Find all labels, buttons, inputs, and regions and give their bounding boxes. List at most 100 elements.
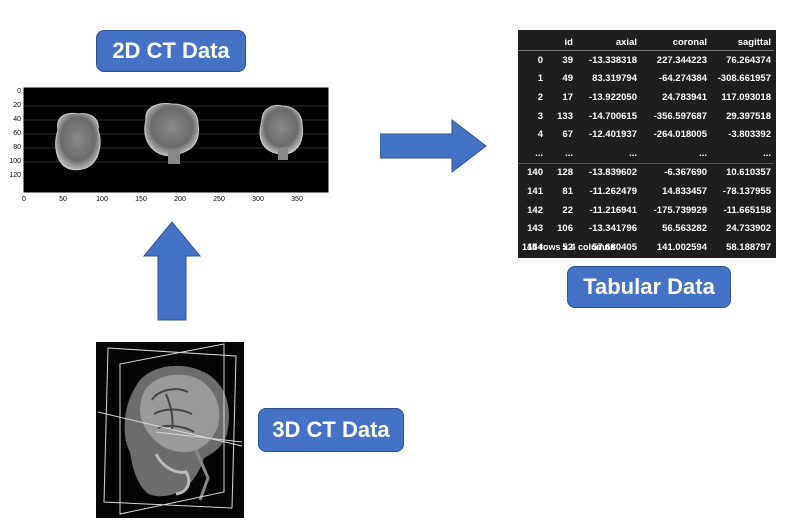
table-cell: -12.401937 <box>588 129 637 141</box>
row-index: 4 <box>537 129 543 141</box>
column-header: id <box>546 34 576 51</box>
table-cell: -11.262479 <box>589 185 637 197</box>
ct-2d-y-ticks: 0 20 40 60 80 100 120 <box>9 88 21 179</box>
y-tick-label: 20 <box>13 102 21 109</box>
column-header: coronal <box>640 34 710 51</box>
ct-slice-sagittal <box>259 105 303 160</box>
ct-3d-image <box>96 342 244 518</box>
table-cell: -308.661957 <box>717 73 771 85</box>
table-cell: 227.344223 <box>656 54 707 66</box>
table-cell: ... <box>763 147 771 159</box>
table-cell: 49 <box>562 73 573 85</box>
ct-2d-x-ticks: 0 50 100 150 200 250 300 350 <box>22 196 303 203</box>
table-cell: 17 <box>562 91 573 103</box>
table-footer: 145 rows x 4 columns <box>522 242 616 252</box>
row-index: 144 <box>527 241 543 253</box>
table-cell: 24.733902 <box>726 223 771 235</box>
table-cell: 10.610357 <box>710 162 774 183</box>
table-cell: 76.264374 <box>726 54 771 66</box>
column-header <box>518 34 546 51</box>
table-cell: 22 <box>562 204 573 216</box>
x-tick-label: 200 <box>174 196 186 203</box>
x-tick-label: 350 <box>291 196 303 203</box>
table-cell: 58.188797 <box>726 241 771 253</box>
table-row: 3 133 -14.700615 -356.597687 29.397518 <box>518 107 774 126</box>
x-tick-label: 250 <box>213 196 225 203</box>
table-cell: -3.803392 <box>728 129 771 141</box>
y-tick-label: 120 <box>9 172 21 179</box>
arrow-up-icon <box>142 221 202 321</box>
table-cell: ... <box>699 147 707 159</box>
column-header: sagittal <box>710 34 774 51</box>
table-cell: ... <box>629 147 637 159</box>
x-tick-label: 100 <box>96 196 108 203</box>
table-row: 4 67 -12.401937 -264.018005 -3.803392 <box>518 125 774 144</box>
tabular-data-label: Tabular Data <box>567 266 731 308</box>
table-cell: 39 <box>562 54 573 66</box>
table-header-row: id axial coronal sagittal <box>518 34 774 51</box>
ct-2d-plot: 0 20 40 60 80 100 120 0 50 100 150 200 2… <box>9 87 329 203</box>
row-index: 141 <box>527 185 543 197</box>
row-index: 1 <box>537 73 543 85</box>
x-tick-label: 300 <box>252 196 264 203</box>
table-cell: 117.093018 <box>721 91 771 103</box>
x-tick-label: 50 <box>59 196 67 203</box>
ct-2d-data-label: 2D CT Data <box>96 30 246 72</box>
table-cell: 52 <box>562 241 573 253</box>
ct-slice-axial <box>55 112 101 171</box>
column-header: axial <box>576 34 640 51</box>
table-cell: -14.700615 <box>588 110 637 122</box>
x-tick-label: 150 <box>135 196 147 203</box>
ct-3d-data-label: 3D CT Data <box>258 408 404 452</box>
table-cell: 24.783941 <box>662 91 707 103</box>
table-row: 2 17 -13.922050 24.783941 117.093018 <box>518 88 774 107</box>
table-cell: ... <box>565 147 573 159</box>
table-cell: 83.319794 <box>592 73 637 85</box>
table-cell: 29.397518 <box>726 110 771 122</box>
table-cell: 133 <box>557 110 573 122</box>
table-cell: 14.833457 <box>662 185 707 197</box>
row-index: ... <box>535 147 543 159</box>
table-cell: 106 <box>557 223 573 235</box>
table-row: 142 22 -11.216941 -175.739929 -11.665158 <box>518 201 774 220</box>
y-tick-label: 80 <box>13 144 21 151</box>
table-cell: -13.341796 <box>588 223 637 235</box>
table-cell: -64.274384 <box>658 73 707 85</box>
table-cell: 67 <box>562 129 573 141</box>
y-tick-label: 40 <box>13 116 21 123</box>
table-cell: -13.922050 <box>588 91 637 103</box>
table-row: ............... <box>518 144 774 163</box>
table-row: 1 49 83.319794 -64.274384 -308.661957 <box>518 70 774 89</box>
x-tick-label: 0 <box>22 196 26 203</box>
y-tick-label: 0 <box>17 88 21 95</box>
table-cell: -356.597687 <box>653 110 707 122</box>
table-cell: 57.680405 <box>592 241 637 253</box>
table-cell: -175.739929 <box>653 204 707 216</box>
table-cell: -11.665158 <box>723 204 771 216</box>
table-row: 143 106 -13.341796 56.563282 24.733902 <box>518 219 774 238</box>
arrow-right-icon <box>380 118 487 174</box>
row-index: 2 <box>537 91 543 103</box>
ct-3d-planes <box>97 343 243 515</box>
y-tick-label: 60 <box>13 130 21 137</box>
table-cell: -6.367690 <box>640 162 710 183</box>
table-cell: -264.018005 <box>653 129 707 141</box>
y-tick-label: 100 <box>9 158 21 165</box>
ct-slice-coronal <box>144 103 199 164</box>
table-cell: 56.563282 <box>662 223 707 235</box>
row-index: 142 <box>527 204 543 216</box>
table-cell: -11.216941 <box>589 204 637 216</box>
row-index: 140 <box>518 162 546 183</box>
table-cell: 128 <box>546 162 576 183</box>
table-cell: -78.137955 <box>722 185 771 197</box>
row-index: 0 <box>537 54 543 66</box>
row-index: 143 <box>527 223 543 235</box>
row-index: 3 <box>537 110 543 122</box>
